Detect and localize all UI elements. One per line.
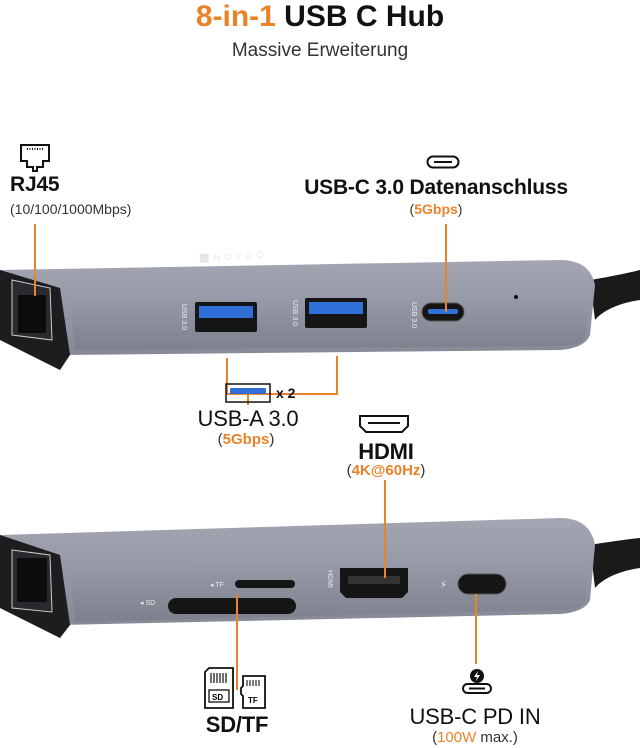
usba-bracket-line (226, 393, 338, 395)
usba-bracket-stem (247, 393, 249, 405)
tf-marking: ◂ TF (210, 582, 224, 589)
usb3-marking: USB 3.0 (291, 300, 298, 326)
brand-name: NOVOO (213, 249, 267, 263)
rj45-pointer-line (34, 224, 36, 296)
rj45-spec: (10/100/1000Mbps) (10, 201, 132, 217)
sdtf-label: SD/TF (205, 712, 269, 737)
svg-text:TF: TF (248, 696, 258, 705)
subtitle: Massive Erweiterung (231, 40, 409, 61)
hdmi-icon (359, 415, 409, 433)
hdmi-label: HDMI (358, 439, 414, 464)
rj45-label: RJ45 (10, 173, 60, 196)
power-marking-icon: ⚡ (440, 580, 447, 591)
usb-c-power-icon (462, 669, 492, 694)
usbc-pd-label: USB-C PD IN (409, 704, 541, 729)
usb3-marking: USB 3.0 (410, 302, 417, 328)
hub-bottom-view: ◂ TF ◂ SD HDMI ⚡ (0, 518, 640, 638)
ethernet-port-icon (20, 144, 50, 172)
usba-spec: (5Gbps) (217, 431, 275, 448)
brand-logo-icon (199, 253, 210, 263)
usb-c-icon (426, 155, 460, 169)
usba-pointer-line (226, 358, 228, 394)
usbc-data-label: USB-C 3.0 Datenanschluss (304, 176, 568, 199)
page-title: 8-in-1 USB C Hub (195, 0, 445, 33)
hdmi-pointer-line (384, 480, 386, 578)
sd-tf-card-icon: SD TF (204, 667, 266, 709)
svg-text:SD: SD (212, 693, 223, 702)
hub-top-view: NOVOO USB 3.0 USB 3.0 USB 3.0 (0, 249, 640, 370)
sdtf-pointer-line (236, 594, 238, 690)
brand-logo: NOVOO (199, 249, 267, 263)
usbc-pd-spec: (100W max.) (432, 729, 518, 746)
usbc-data-spec: (5Gbps) (409, 201, 463, 217)
hdmi-marking: HDMI (326, 570, 333, 588)
sd-marking: ◂ SD (140, 600, 155, 607)
usb3-marking: USB 3.0 (180, 304, 187, 330)
usba-label: USB-A 3.0 (197, 406, 299, 431)
usbc-pointer-line (445, 224, 447, 312)
hdmi-spec: (4K@60Hz) (346, 462, 426, 479)
usb-a-icon (225, 383, 271, 403)
usba-pointer-line (336, 356, 338, 394)
usbc-pd-pointer-line (475, 594, 477, 664)
usba-count: x 2 (276, 385, 296, 401)
